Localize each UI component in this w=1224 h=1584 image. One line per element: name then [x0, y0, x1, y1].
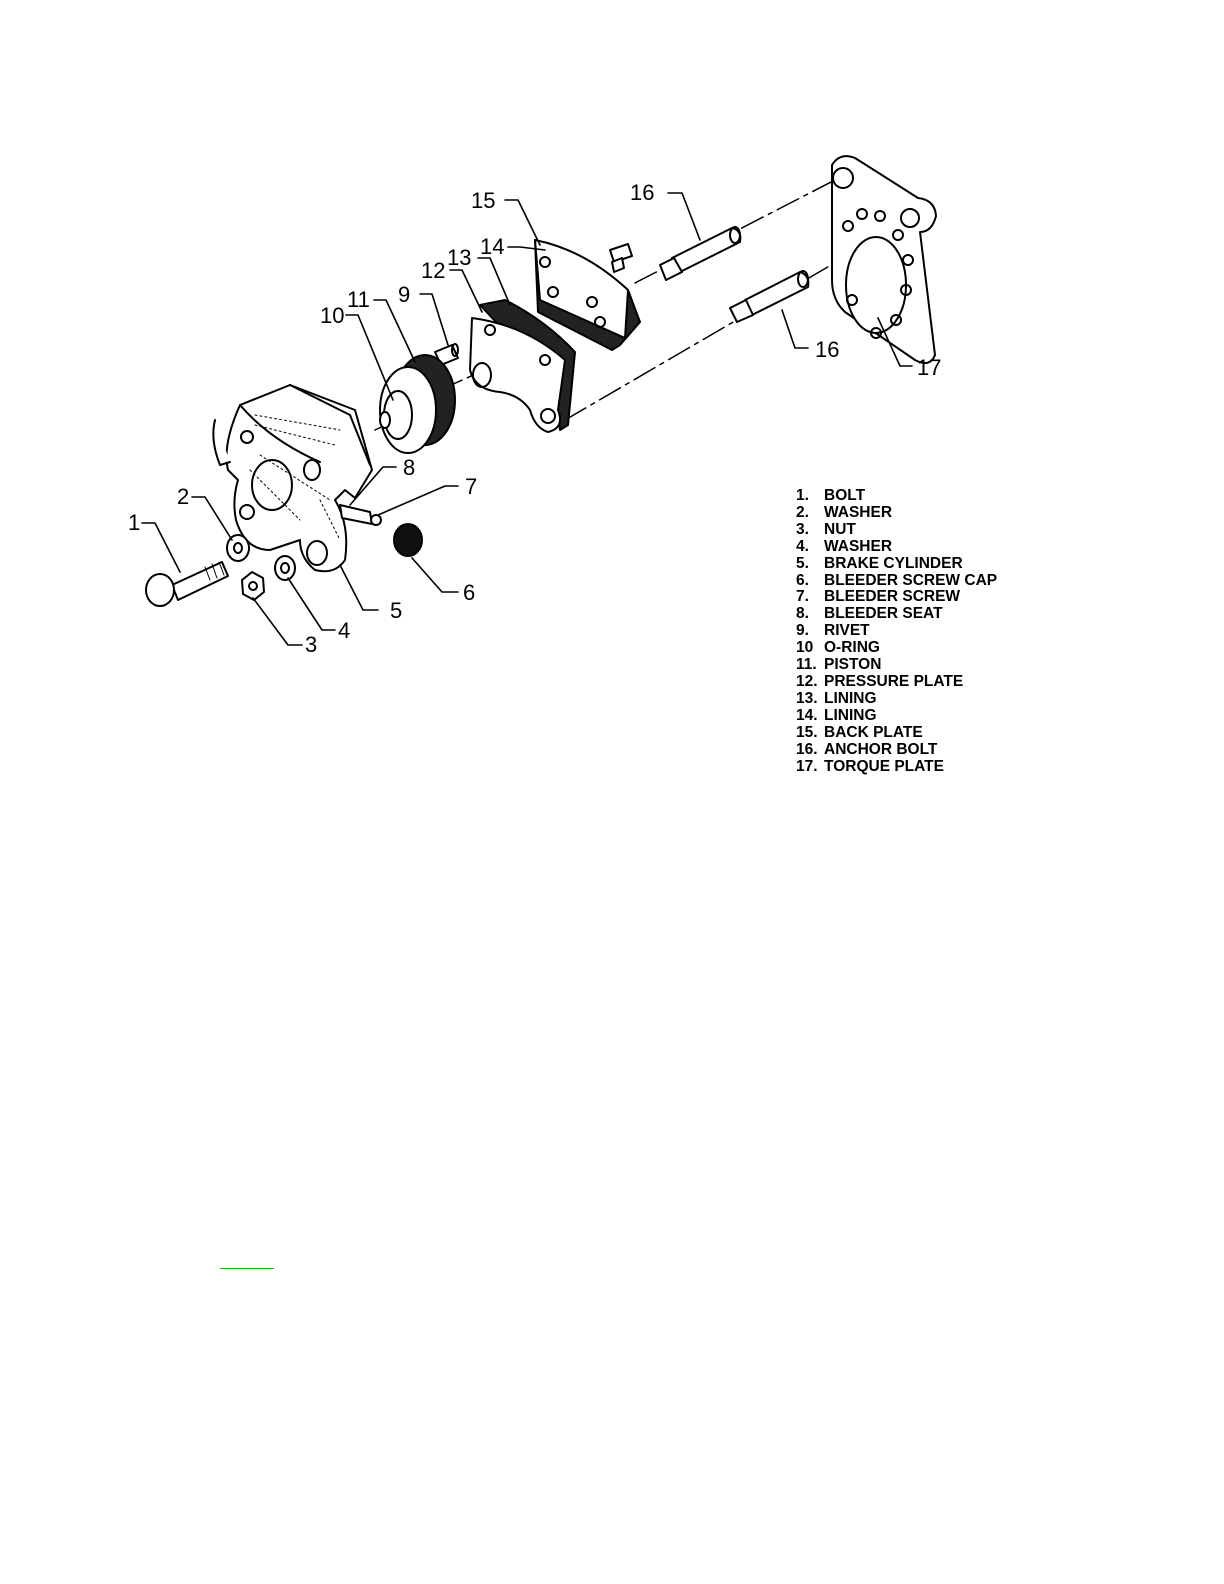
callout-9: 9: [398, 282, 410, 307]
callout-13: 13: [447, 245, 471, 270]
legend-item: 12.PRESSURE PLATE: [796, 674, 997, 691]
legend-item: 9.RIVET: [796, 623, 997, 640]
callout-5: 5: [390, 598, 402, 623]
callout-16-upper: 16: [630, 180, 654, 205]
nut: [242, 572, 264, 600]
callout-7: 7: [465, 474, 477, 499]
exploded-brake-diagram: 1 2 3 4 5 6 7 8 9 10 11 12 13 14 15 16 1…: [0, 0, 1224, 800]
legend-item: 7.BLEEDER SCREW: [796, 589, 997, 606]
legend-item: 1.BOLT: [796, 488, 997, 505]
parts-legend: 1.BOLT 2.WASHER 3.NUT 4.WASHER 5.BRAKE C…: [796, 488, 997, 775]
rivet-upper: [610, 244, 632, 272]
callout-3: 3: [305, 632, 317, 657]
washer-4: [275, 556, 295, 580]
washer-2: [227, 535, 249, 561]
callout-17: 17: [917, 355, 941, 380]
legend-item: 5.BRAKE CYLINDER: [796, 556, 997, 573]
callout-1: 1: [128, 510, 140, 535]
legend-item: 2.WASHER: [796, 505, 997, 522]
bolt: [146, 562, 228, 606]
bleeder-screw: [340, 505, 381, 525]
legend-item: 17.TORQUE PLATE: [796, 759, 997, 776]
callout-15: 15: [471, 188, 495, 213]
callout-14: 14: [480, 234, 504, 259]
bleeder-screw-cap: [394, 524, 422, 556]
piston: [380, 355, 455, 453]
anchor-bolt-lower: [730, 271, 808, 322]
legend-item: 15.BACK PLATE: [796, 725, 997, 742]
legend-item: 11.PISTON: [796, 657, 997, 674]
legend-item: 13.LINING: [796, 691, 997, 708]
anchor-bolt-upper: [660, 227, 740, 280]
callout-2: 2: [177, 484, 189, 509]
legend-item: 14.LINING: [796, 708, 997, 725]
callout-12: 12: [421, 258, 445, 283]
legend-item: 4.WASHER: [796, 539, 997, 556]
legend-item: 8.BLEEDER SEAT: [796, 606, 997, 623]
callout-4: 4: [338, 618, 350, 643]
legend-item: 3.NUT: [796, 522, 997, 539]
callout-10: 10: [320, 303, 344, 328]
legend-item: 16.ANCHOR BOLT: [796, 742, 997, 759]
callout-16-lower: 16: [815, 337, 839, 362]
legend-item: 6.BLEEDER SCREW CAP: [796, 573, 997, 590]
callout-6: 6: [463, 580, 475, 605]
callout-8: 8: [403, 455, 415, 480]
hyperlink-underline[interactable]: [220, 1262, 274, 1269]
callout-11: 11: [347, 287, 370, 312]
